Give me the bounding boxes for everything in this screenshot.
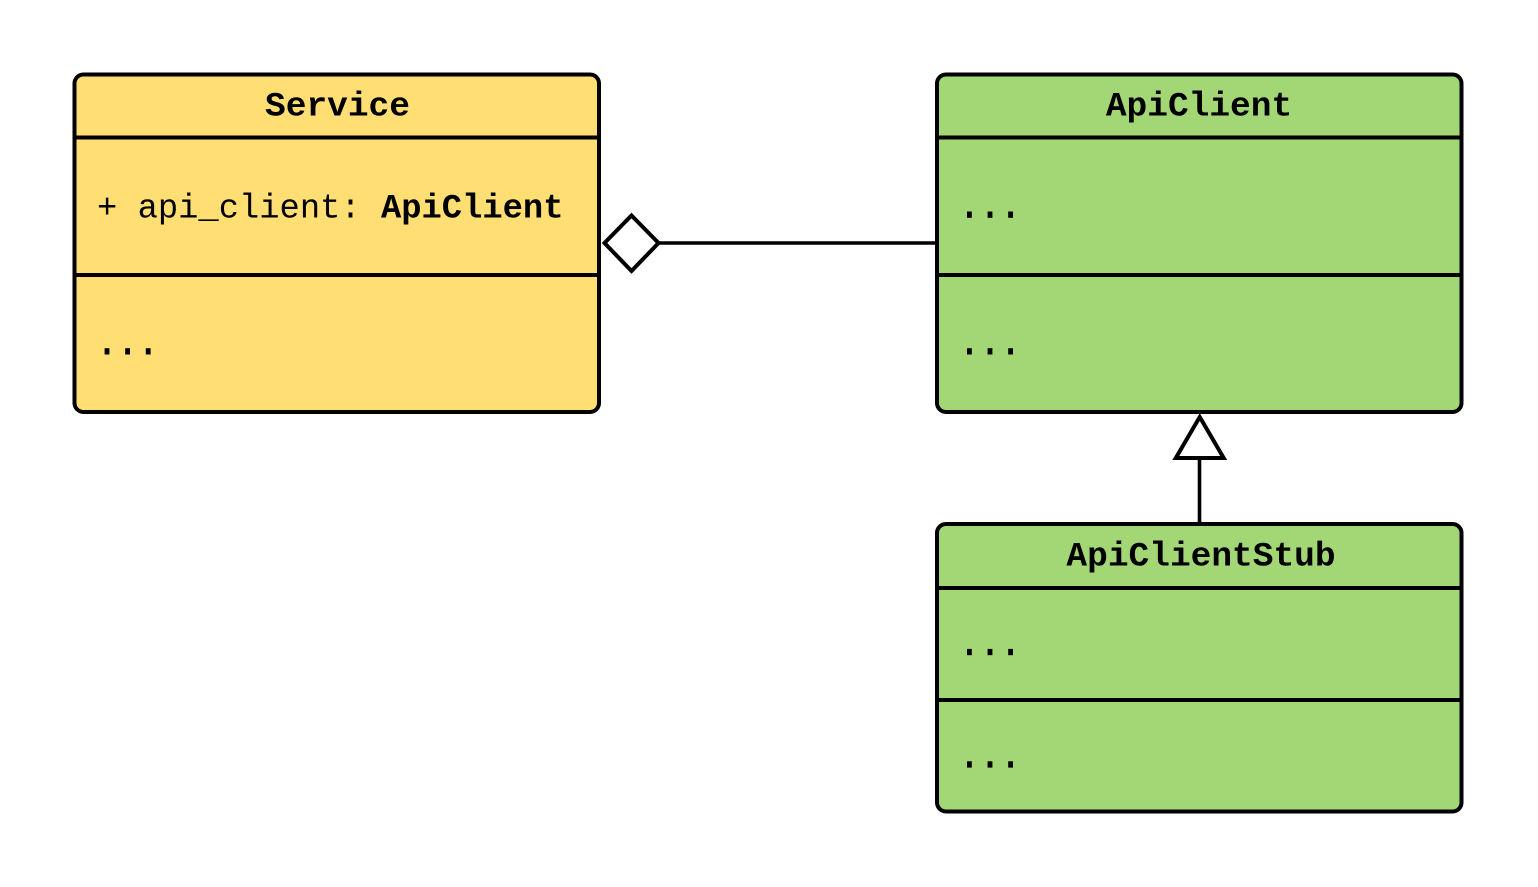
- svg-text:ApiClient: ApiClient: [1106, 88, 1292, 127]
- svg-text:ApiClientStub: ApiClientStub: [1066, 538, 1335, 577]
- svg-text:+ api_client: ApiClient: + api_client: ApiClient: [97, 191, 564, 229]
- svg-text:Service: Service: [265, 88, 410, 127]
